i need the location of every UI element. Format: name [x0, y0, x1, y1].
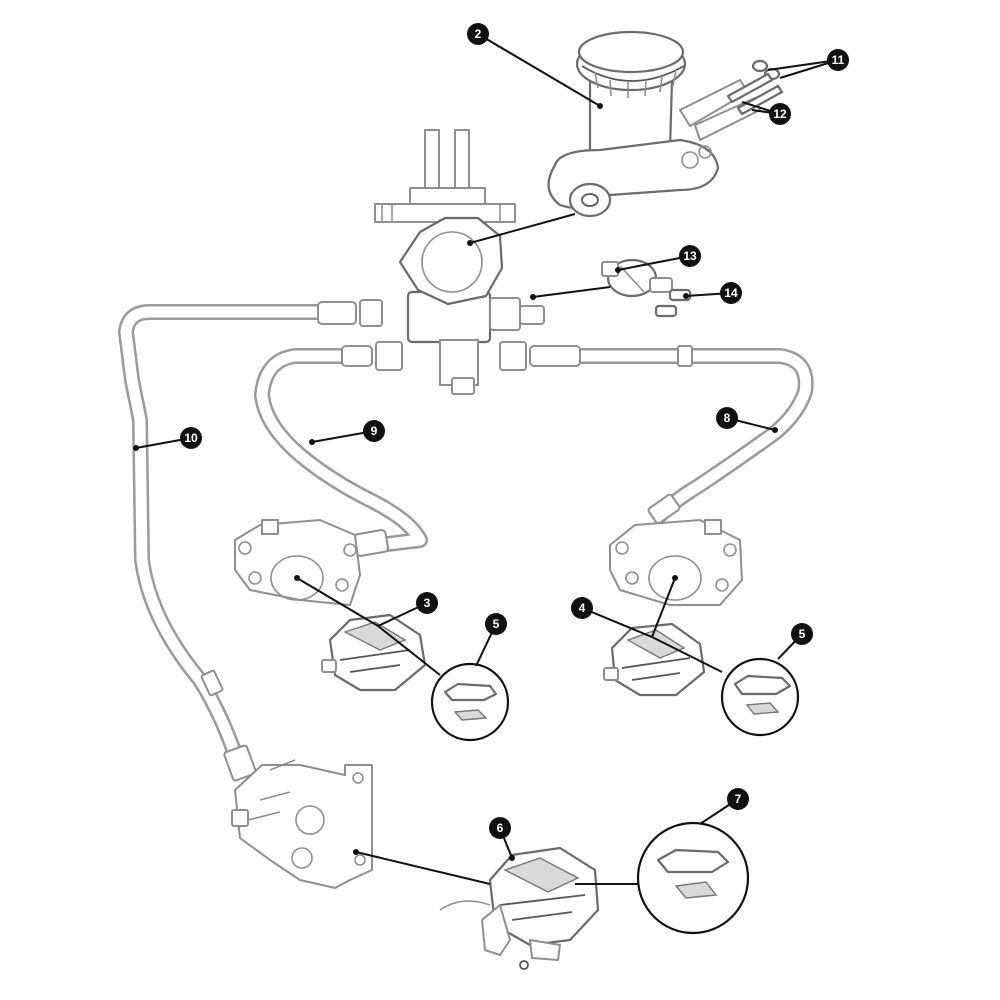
callout-3-label: 3: [424, 596, 431, 610]
callout-4: 4: [571, 597, 593, 619]
hose-10: [118, 304, 328, 778]
callout-6-label: 6: [497, 821, 504, 835]
right-front-caliper-4: [603, 622, 706, 697]
callout-12: 12: [769, 103, 791, 125]
brake-pads-zoom-rear: [636, 821, 750, 935]
callout-3: 3: [416, 592, 438, 614]
callout-7: 7: [727, 788, 749, 810]
brake-pads-zoom-left: [430, 662, 510, 742]
handlebar-bracket: [374, 129, 516, 223]
callout-11-label: 11: [832, 53, 845, 67]
rear-caliper-6: [439, 846, 600, 970]
callout-9: 9: [363, 420, 385, 442]
callout-10: 10: [180, 427, 202, 449]
callout-11: 11: [827, 49, 849, 71]
leader-lines: [135, 33, 839, 885]
brake-pads-zoom-right: [720, 657, 800, 737]
callout-8-label: 8: [724, 411, 731, 425]
callout-5-left: 5: [485, 613, 507, 635]
callout-4-label: 4: [579, 601, 586, 615]
callout-8: 8: [716, 407, 738, 429]
right-caliper-bracket: [609, 519, 743, 606]
callout-6: 6: [489, 817, 511, 839]
brake-splitter-body: [398, 216, 545, 395]
callout-10-label: 10: [184, 431, 198, 445]
left-caliper-bracket: [234, 519, 361, 606]
callout-9-label: 9: [371, 424, 378, 438]
screws-14: [654, 288, 692, 318]
rear-caliper-mount-assembly: [231, 759, 373, 889]
hose-8: [537, 348, 814, 523]
hose-fittings: [200, 299, 693, 782]
brake-light-switch-13: [601, 258, 673, 298]
callout-14-label: 14: [724, 286, 738, 300]
callout-7-label: 7: [735, 792, 742, 806]
callout-2-label: 2: [475, 27, 482, 41]
callout-13: 13: [679, 245, 701, 267]
leader-dots: [133, 103, 778, 861]
callout-13-label: 13: [683, 249, 697, 263]
callout-5-right-label: 5: [799, 627, 806, 641]
hose-9: [254, 348, 428, 553]
bolts-12: [726, 72, 784, 116]
master-cylinder-reservoir: [547, 30, 761, 218]
callout-14: 14: [720, 282, 742, 304]
callout-5-right: 5: [791, 623, 813, 645]
callout-2: 2: [467, 23, 489, 45]
left-front-caliper-3: [321, 613, 427, 692]
callout-12-label: 12: [773, 107, 787, 121]
callout-5-left-label: 5: [493, 617, 500, 631]
